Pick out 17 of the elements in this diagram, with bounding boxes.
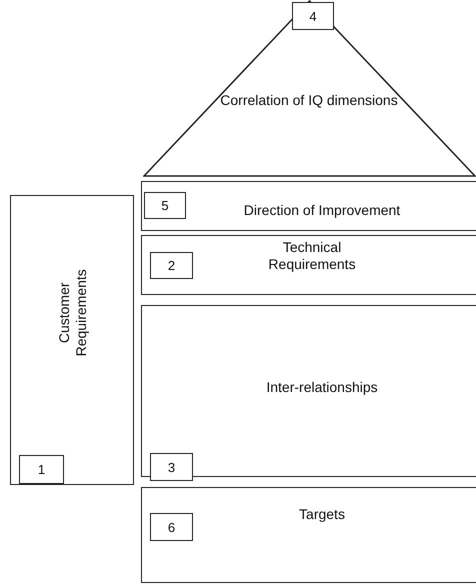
number-label: 5: [144, 192, 186, 219]
section-box: [141, 487, 476, 583]
number-label: 4: [292, 2, 334, 30]
section-title: Direction of Improvement: [242, 202, 402, 219]
number-label: 1: [19, 455, 64, 484]
section-title: Customer Requirements: [56, 268, 90, 358]
number-label: 2: [150, 252, 193, 279]
roof-triangle: [143, 0, 476, 177]
section-title: Targets: [298, 506, 346, 523]
number-label: 6: [150, 513, 193, 541]
section-box: [10, 195, 134, 485]
section-title: Technical Requirements: [267, 239, 357, 273]
section-title: Correlation of IQ dimensions: [219, 92, 399, 109]
section-title: Inter-relationships: [265, 379, 379, 396]
section-box: [141, 235, 476, 295]
section-box: [141, 181, 476, 231]
number-label: 3: [150, 453, 193, 481]
